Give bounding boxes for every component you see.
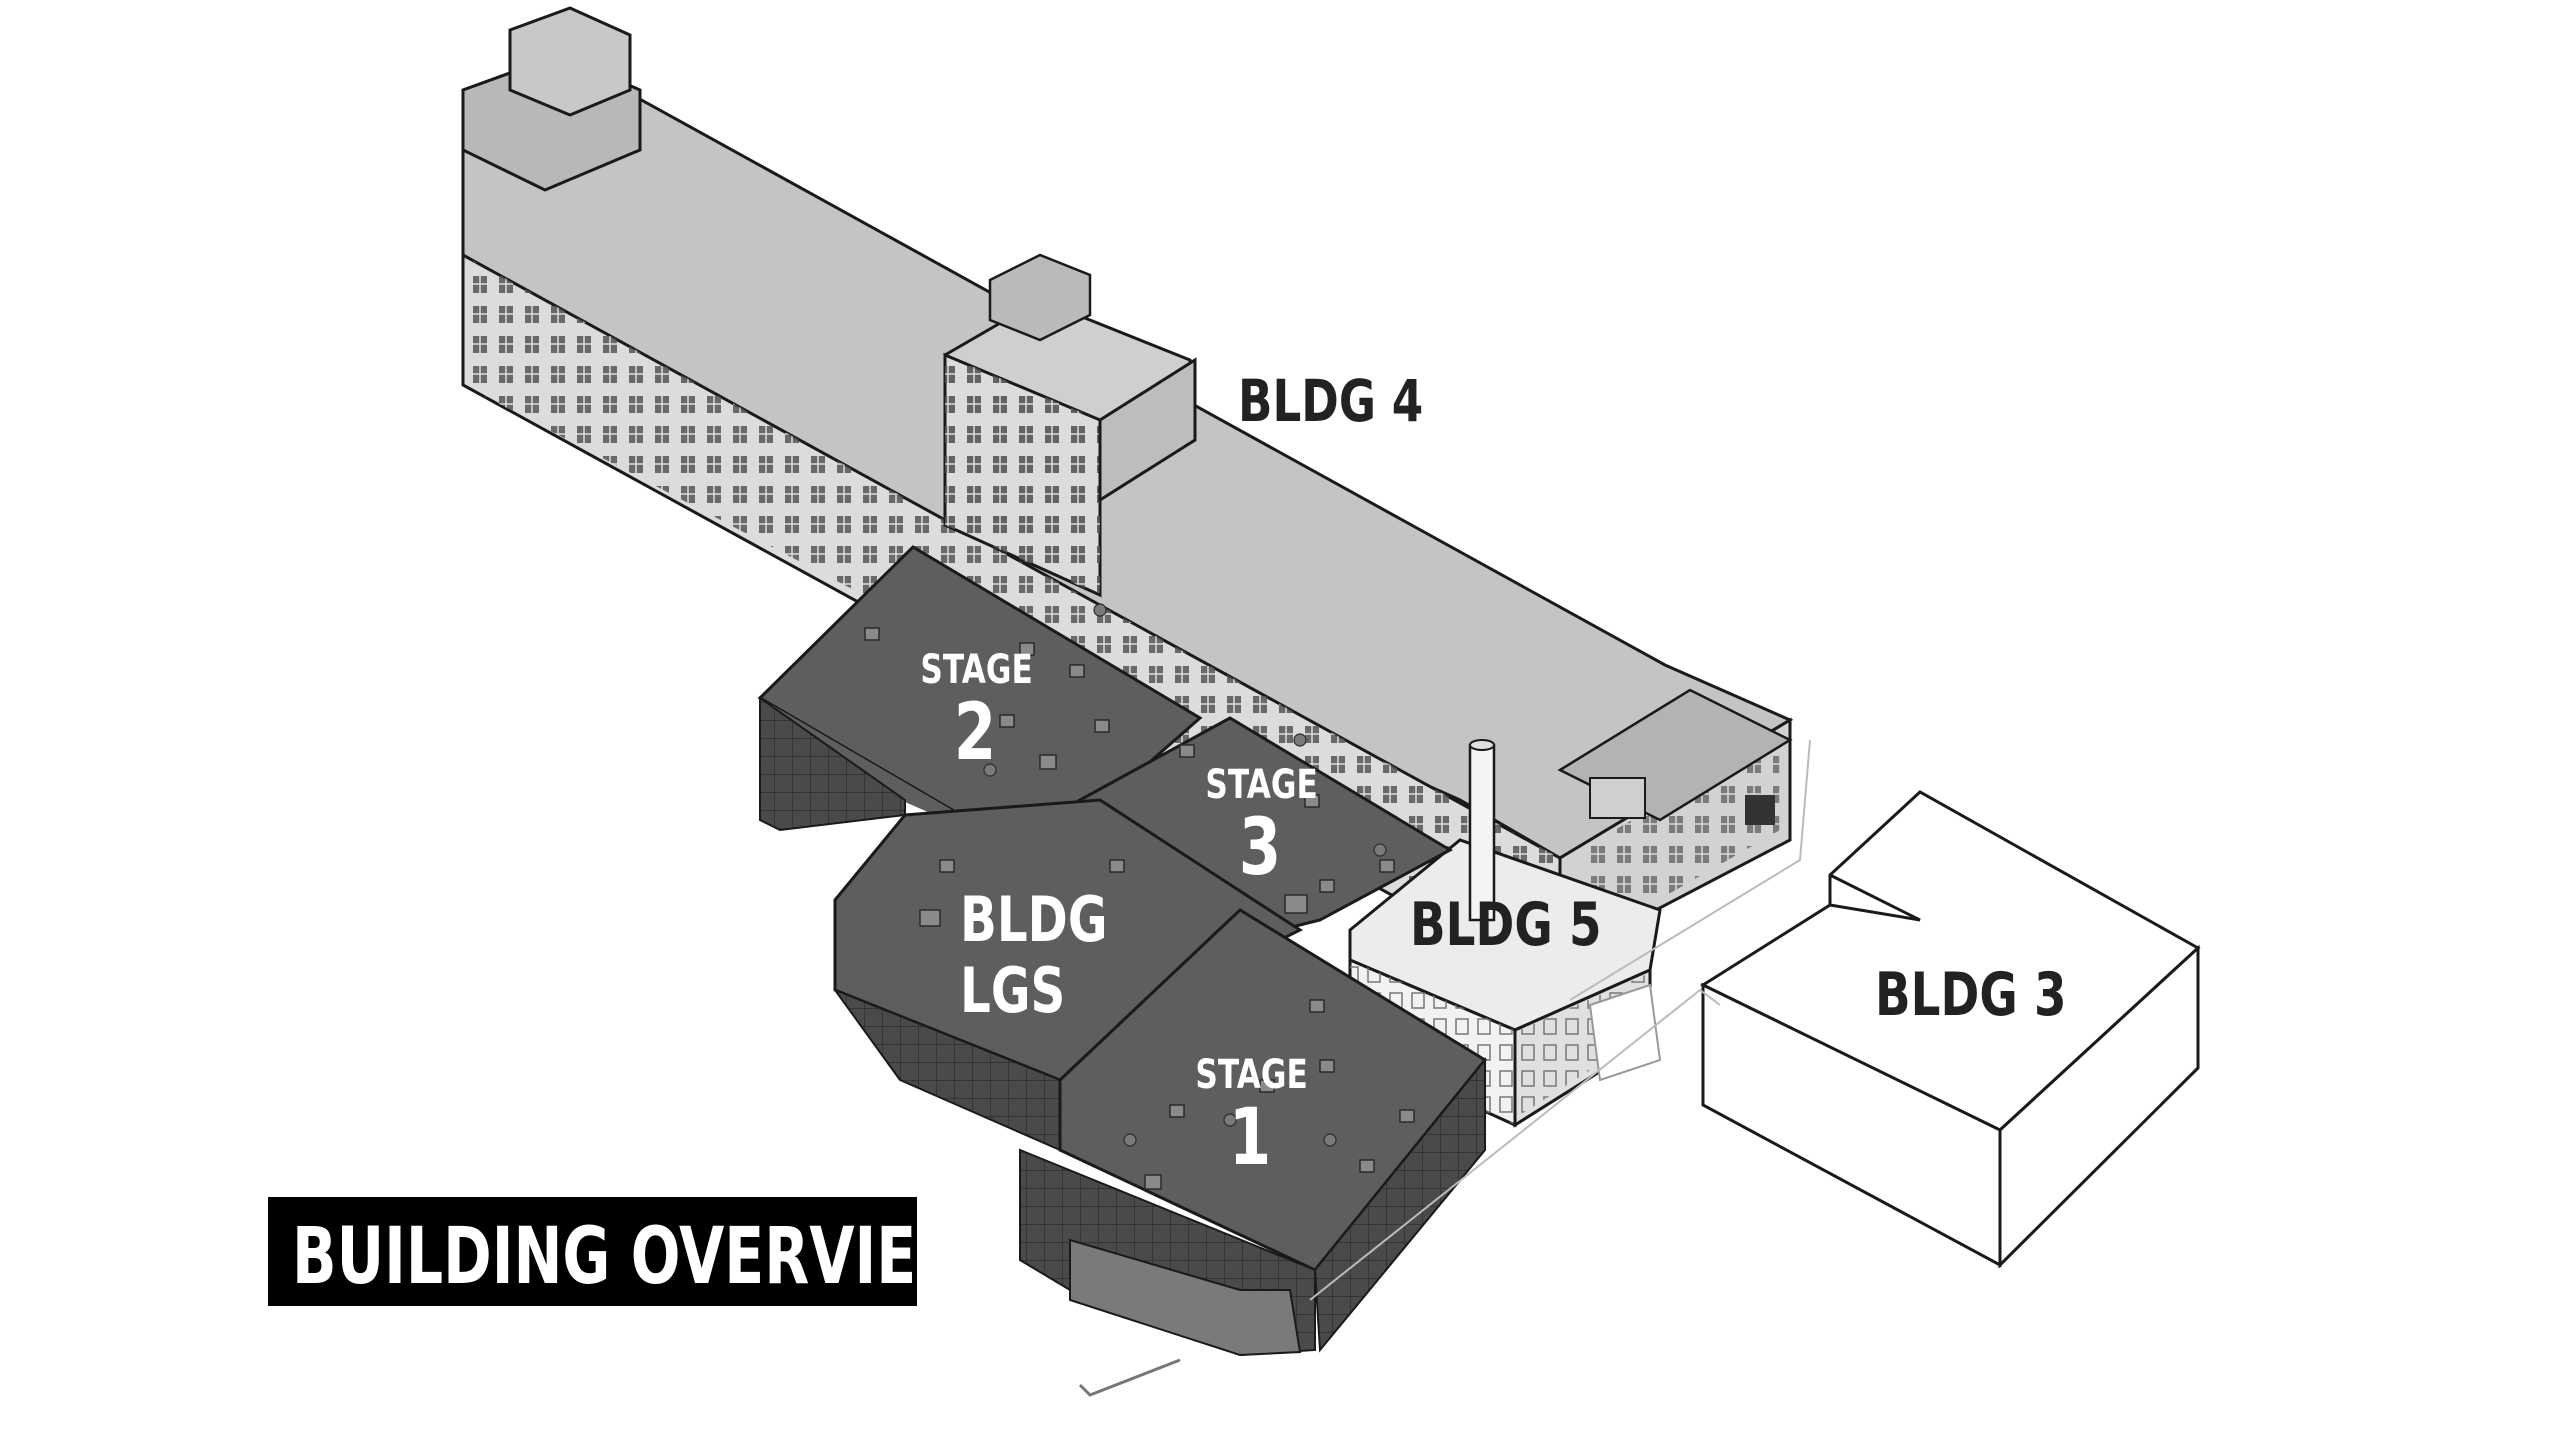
bldg-lgs-label: BLDG LGS xyxy=(960,883,1108,1028)
bldg-lgs-line1: BLDG xyxy=(960,883,1108,956)
stage-3-word: STAGE xyxy=(1205,762,1318,808)
stage-1-number: 1 xyxy=(1228,1093,1272,1183)
title-banner xyxy=(268,1197,917,1306)
stage-1-word: STAGE xyxy=(1195,1052,1308,1098)
bldg3-label: BLDG 3 xyxy=(1875,960,2067,1030)
stage-3-number: 3 xyxy=(1238,803,1282,893)
bldg3-shape xyxy=(1699,790,2201,1269)
stage-2-number: 2 xyxy=(953,688,997,778)
site-lines xyxy=(1309,739,1811,1301)
lgs-complex-shape xyxy=(757,545,1488,1397)
stage-2-word: STAGE xyxy=(920,647,1033,693)
stage-3-label: STAGE 3 xyxy=(1205,762,1318,893)
stage-1-label: STAGE 1 xyxy=(1195,1052,1308,1183)
page-title: BUILDING OVERVIEW xyxy=(292,1212,981,1302)
bldg-lgs-line2: LGS xyxy=(960,954,1066,1028)
bldg4-label: BLDG 4 xyxy=(1238,367,1424,435)
stage-2-label: STAGE 2 xyxy=(920,647,1033,778)
bldg5-label: BLDG 5 xyxy=(1410,890,1602,960)
